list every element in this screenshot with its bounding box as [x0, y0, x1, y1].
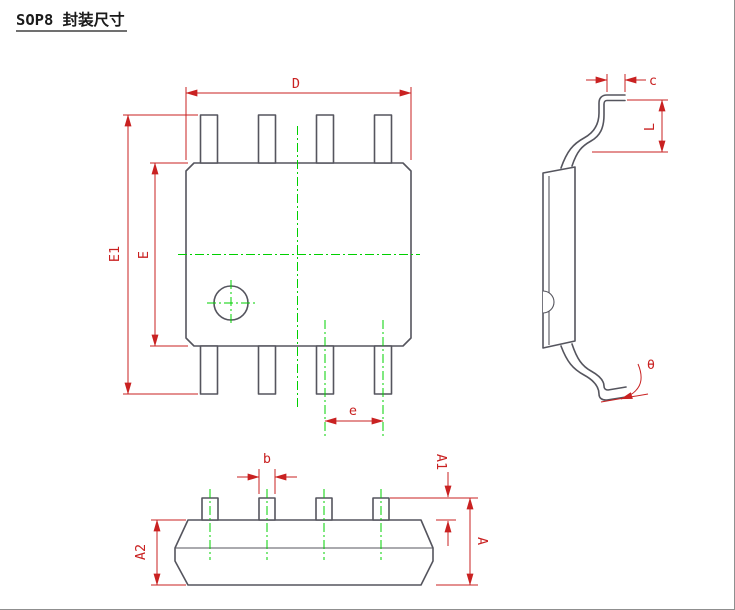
package-body-side-view	[542, 166, 576, 349]
drawing-title: SOP8 封装尺寸	[16, 10, 127, 32]
dim-label-E1: E1	[107, 246, 123, 262]
lead-outline	[560, 94, 626, 169]
pin	[373, 114, 393, 164]
dim-A1: A1	[433, 454, 456, 546]
dim-E: E	[136, 162, 188, 347]
side-view: c L θ	[542, 73, 668, 403]
dim-label-A: A	[474, 537, 490, 545]
dim-E1: E1	[107, 114, 198, 395]
pin	[315, 345, 335, 395]
dim-A: A	[390, 497, 490, 586]
page-title: SOP8 封装尺寸	[16, 10, 125, 29]
package-body-front-view	[174, 519, 434, 586]
pin	[199, 114, 219, 164]
dim-label-e: e	[349, 403, 357, 419]
dim-b: b	[237, 451, 297, 494]
lead-outline	[560, 345, 627, 401]
bottom-lead	[560, 343, 627, 401]
dim-label-b: b	[263, 451, 271, 467]
dim-label-E: E	[136, 251, 152, 259]
lead-outline	[571, 99, 626, 167]
pin	[257, 114, 277, 164]
lead-outline	[571, 343, 627, 391]
dim-label-A2: A2	[133, 544, 149, 560]
centerlines	[178, 126, 420, 437]
side-notch	[542, 290, 555, 314]
front-view: b A1 A2 A	[133, 451, 490, 586]
dim-c: c	[586, 73, 657, 92]
dim-L: L	[592, 99, 668, 153]
pin	[315, 114, 335, 164]
dim-label-L: L	[642, 123, 658, 131]
pin	[199, 345, 219, 395]
dim-label-c: c	[649, 73, 657, 89]
top-view: D E1 E e	[107, 76, 420, 437]
dim-D: D	[185, 76, 412, 160]
top-lead	[560, 94, 626, 169]
pin	[257, 345, 277, 395]
centerlines-front	[209, 489, 382, 560]
pin	[373, 345, 393, 395]
dim-label-A1: A1	[433, 454, 449, 470]
dim-label-D: D	[292, 76, 300, 92]
dim-theta: θ	[600, 357, 655, 403]
angle-arc	[620, 363, 642, 400]
dim-label-theta: θ	[647, 357, 655, 373]
dim-e: e	[324, 403, 384, 425]
dim-A2: A2	[133, 519, 186, 586]
